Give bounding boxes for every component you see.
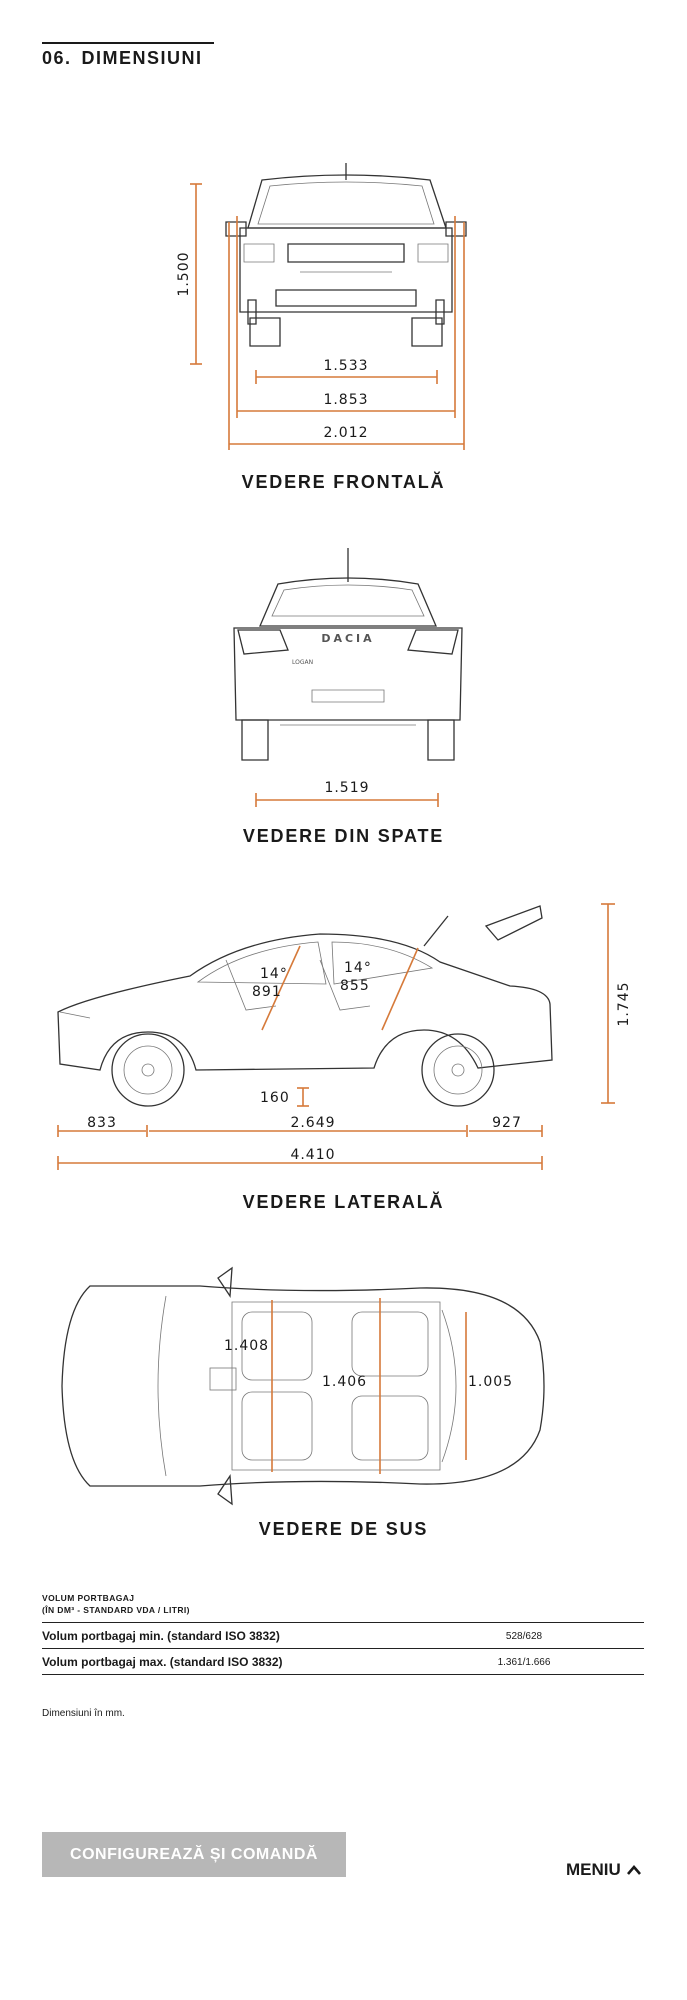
trunk-table-caption: VOLUM PORTBAGAJ (ÎN DM³ - STANDARD VDA /… (42, 1592, 190, 1616)
menu-button[interactable]: MENIU (566, 1860, 641, 1880)
menu-label: MENIU (566, 1860, 621, 1879)
header-rule (42, 42, 214, 44)
rear-badge-text: DACIA (321, 632, 374, 645)
section-header: 06. DIMENSIUNI (42, 48, 203, 69)
side-front-angle-label: 14° (260, 966, 288, 982)
trunk-row-value: 528/628 (464, 1622, 644, 1649)
table-row: Volum portbagaj max. (standard ISO 3832)… (42, 1648, 644, 1675)
trunk-row-value: 1.361/1.666 (464, 1648, 644, 1675)
trunk-caption-line2: (ÎN DM³ - STANDARD VDA / LITRI) (42, 1605, 190, 1615)
rear-model-text: LOGAN (292, 659, 313, 666)
side-front-overhang-label: 833 (87, 1115, 117, 1131)
side-rear-leg-label: 855 (340, 978, 370, 994)
side-rear-angle-label: 14° (344, 960, 372, 976)
rear-view-diagram: DACIA LOGAN 1.519 (233, 548, 463, 807)
configure-order-button[interactable]: CONFIGUREAZĂ ȘI COMANDĂ (42, 1832, 346, 1877)
side-view-title: VEDERE LATERALĂ (242, 1192, 445, 1212)
top-front-width-label: 1.408 (224, 1338, 269, 1354)
top-trunk-width-label: 1.005 (468, 1374, 513, 1390)
section-number: 06. (42, 48, 72, 68)
trunk-volume-table: Volum portbagaj min. (standard ISO 3832)… (42, 1622, 644, 1675)
trunk-row-label: Volum portbagaj max. (standard ISO 3832) (42, 1648, 464, 1675)
front-width-label: 1.853 (323, 392, 368, 408)
front-view-diagram: 1.500 1.533 1.853 2.012 (176, 163, 467, 450)
side-view-diagram: 14° 891 14° 855 1.745 160 833 2.649 927 … (57, 903, 632, 1170)
front-view-title: VEDERE FRONTALĂ (241, 472, 446, 492)
top-rear-width-label: 1.406 (322, 1374, 367, 1390)
front-track-label: 1.533 (323, 358, 368, 374)
chevron-up-icon (626, 1865, 641, 1875)
side-ground-clearance-label: 160 (260, 1090, 290, 1106)
trunk-row-label: Volum portbagaj min. (standard ISO 3832) (42, 1622, 464, 1649)
side-wheelbase-label: 2.649 (290, 1115, 335, 1131)
section-title: DIMENSIUNI (81, 48, 203, 68)
top-view-title: VEDERE DE SUS (258, 1519, 429, 1539)
side-rear-overhang-label: 927 (492, 1115, 522, 1131)
top-view-diagram: 1.408 1.406 1.005 (61, 1266, 545, 1506)
side-front-leg-label: 891 (252, 984, 282, 1000)
rear-track-label: 1.519 (324, 780, 369, 796)
units-note: Dimensiuni în mm. (42, 1708, 125, 1719)
front-width-mirrors-label: 2.012 (323, 425, 368, 441)
table-row: Volum portbagaj min. (standard ISO 3832)… (42, 1622, 644, 1649)
side-length-label: 4.410 (290, 1147, 335, 1163)
front-height-label: 1.500 (176, 251, 192, 296)
side-height-label: 1.745 (616, 981, 632, 1026)
trunk-caption-line1: VOLUM PORTBAGAJ (42, 1593, 135, 1603)
rear-view-title: VEDERE DIN SPATE (242, 826, 445, 846)
